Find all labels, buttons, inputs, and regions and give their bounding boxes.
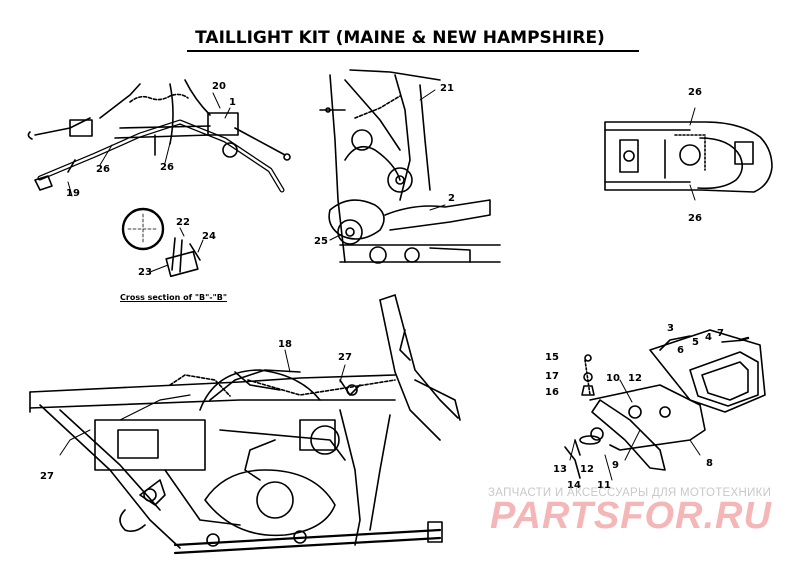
callout-16: 16 (545, 387, 559, 398)
callout-18: 18 (278, 339, 292, 350)
callout-21: 21 (440, 83, 454, 94)
callout-27-top: 27 (338, 352, 352, 363)
callout-17: 17 (545, 371, 559, 382)
tail-top-view (605, 108, 772, 200)
callout-20: 20 (212, 81, 226, 92)
callout-11: 11 (597, 480, 611, 491)
callout-10: 10 (606, 373, 620, 384)
cross-section-caption: Cross section of "B"-"B" (120, 293, 228, 302)
callout-12-top: 12 (628, 373, 642, 384)
callout-3: 3 (667, 323, 674, 334)
callout-7: 7 (717, 328, 724, 339)
lamp-assembly-view (565, 330, 765, 480)
watermark-logo: PARTSFOR.RU (490, 495, 772, 537)
callout-25: 25 (314, 236, 328, 247)
callout-26-bottom: 26 (688, 213, 702, 224)
callout-5: 5 (692, 337, 699, 348)
title-underline (187, 50, 639, 52)
callout-23: 23 (138, 267, 152, 278)
callout-1: 1 (229, 97, 236, 108)
callout-13: 13 (553, 464, 567, 475)
callout-27-left: 27 (40, 471, 54, 482)
callout-26-top: 26 (688, 87, 702, 98)
callout-12-bottom: 12 (580, 464, 594, 475)
callout-15: 15 (545, 352, 559, 363)
callout-8: 8 (706, 458, 713, 469)
handlebar-view (28, 80, 290, 196)
watermark-tagline: ЗАПЧАСТИ И АКСЕССУАРЫ ДЛЯ МОТОТЕХНИКИ (488, 487, 772, 499)
callout-6: 6 (677, 345, 684, 356)
callout-24: 24 (202, 231, 216, 242)
callout-14: 14 (567, 480, 581, 491)
frame-rear-view (320, 70, 500, 263)
callout-4: 4 (705, 332, 712, 343)
cross-section-view (123, 209, 203, 276)
callout-19: 19 (66, 188, 80, 199)
callout-9: 9 (612, 460, 619, 471)
main-frame-view (30, 295, 460, 553)
callout-26-right: 26 (160, 162, 174, 173)
diagram-title: TAILLIGHT KIT (MAINE & NEW HAMPSHIRE) (195, 28, 605, 48)
callout-22: 22 (176, 217, 190, 228)
callout-26-left: 26 (96, 164, 110, 175)
callout-2: 2 (448, 193, 455, 204)
